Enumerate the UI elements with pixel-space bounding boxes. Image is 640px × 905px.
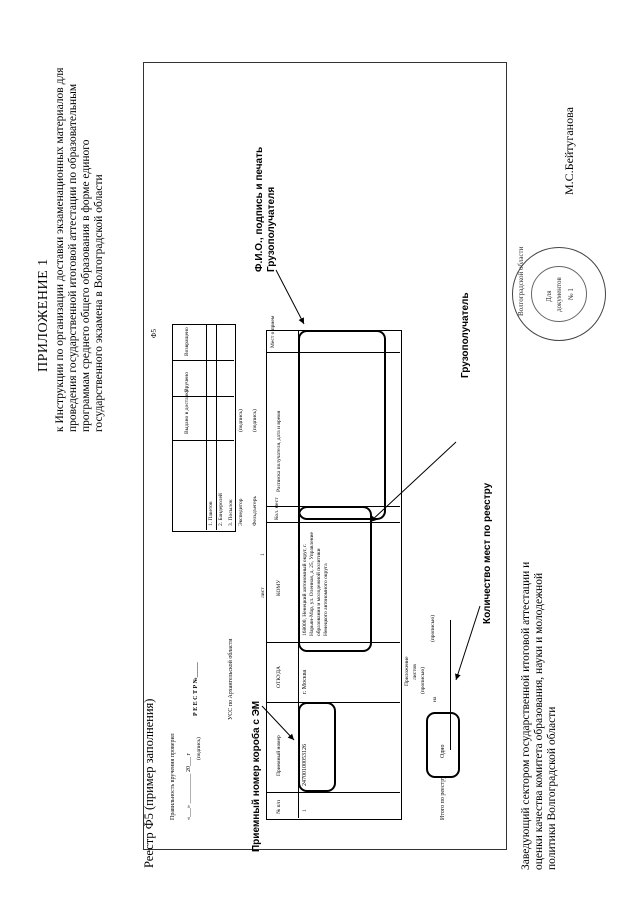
official-stamp: Волгоградской области Для документов № 1 [512, 247, 606, 341]
arrow-places [454, 605, 481, 681]
arrow-receiver [369, 441, 457, 523]
arrow-fio [275, 269, 305, 325]
callout-receipt-number [298, 702, 336, 792]
arrow-box-number [261, 705, 295, 741]
form-image-frame [143, 62, 507, 850]
delivery-summary-table [172, 324, 236, 532]
stamp-inner-ring [531, 266, 587, 322]
callout-total-places [426, 712, 460, 778]
callout-receiver-signature [298, 330, 386, 520]
callout-receiver [298, 506, 372, 652]
